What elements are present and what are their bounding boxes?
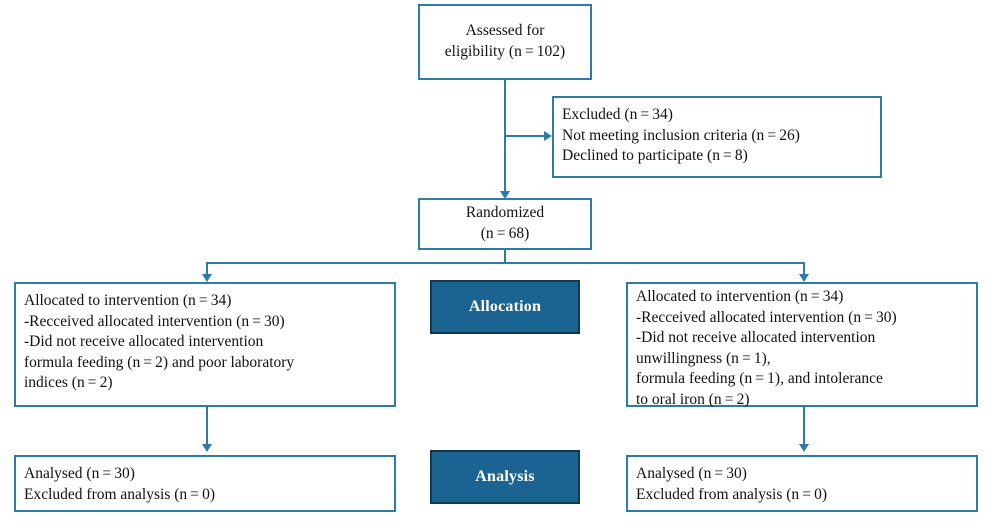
box-excluded-line-3: Declined to participate (n = 8): [562, 147, 748, 165]
arrowhead-analysis-left: [202, 444, 212, 452]
connector-split-left-drop: [206, 262, 208, 276]
connector-split-right-drop: [803, 262, 805, 276]
box-randomized: Randomized (n = 68): [418, 198, 592, 250]
box-allocation-left-line-2: -Recceived allocated intervention (n = 3…: [24, 312, 285, 330]
box-assessed-for-eligibility: Assessed for eligibility (n = 102): [418, 4, 592, 80]
arrowhead-allocation-right: [799, 274, 809, 282]
connector-right-allocation-to-analysis: [803, 407, 805, 450]
box-allocation-left-line-4: formula feeding (n = 2) and poor laborat…: [24, 353, 295, 371]
arrowhead-randomized: [500, 191, 510, 199]
box-allocation-right: Allocated to intervention (n = 34) -Recc…: [626, 282, 978, 408]
connector-left-allocation-to-analysis: [206, 407, 208, 450]
box-allocation-right-line-1: Allocated to intervention (n = 34): [636, 288, 844, 305]
box-allocation-right-line-3: -Did not receive allocated intervention: [636, 329, 876, 347]
arrowhead-excluded: [544, 131, 552, 141]
arrowhead-allocation-left: [202, 274, 212, 282]
box-assessed-line-1: Assessed for: [465, 22, 545, 40]
box-allocation-left-line-3: -Did not receive allocated intervention: [24, 333, 264, 351]
banner-analysis: Analysis: [430, 450, 580, 504]
box-allocation-left-line-1: Allocated to intervention (n = 34): [24, 292, 232, 309]
box-excluded-line-2: Not meeting inclusion criteria (n = 26): [562, 126, 800, 144]
box-excluded-line-1: Excluded (n = 34): [562, 106, 673, 123]
box-randomized-line-1: Randomized: [465, 204, 545, 222]
box-randomized-line-2: (n = 68): [480, 225, 530, 242]
box-analysis-right-line-1: Analysed (n = 30): [636, 465, 747, 482]
box-allocation-right-line-2: -Recceived allocated intervention (n = 3…: [636, 308, 897, 326]
connector-randomized-stem: [504, 250, 506, 263]
box-allocation-left-line-5: indices (n = 2): [24, 374, 113, 392]
box-analysis-right-line-2: Excluded from analysis (n = 0): [636, 485, 827, 503]
box-assessed-line-2: eligibility (n = 102): [444, 43, 566, 60]
banner-allocation-label: Allocation: [468, 298, 542, 315]
connector-to-excluded: [506, 135, 544, 137]
box-analysis-right: Analysed (n = 30) Excluded from analysis…: [626, 455, 978, 512]
box-analysis-left-line-1: Analysed (n = 30): [24, 465, 135, 482]
box-allocation-left: Allocated to intervention (n = 34) -Recc…: [14, 282, 396, 407]
box-allocation-right-line-6: to oral iron (n = 2): [636, 391, 750, 409]
banner-analysis-label: Analysis: [475, 468, 535, 485]
box-allocation-right-line-5: formula feeding (n = 1), and intolerance: [636, 370, 883, 388]
box-allocation-right-line-4: unwillingness (n = 1),: [636, 349, 771, 367]
connector-enrollment-to-randomized: [504, 80, 506, 197]
box-excluded: Excluded (n = 34) Not meeting inclusion …: [552, 96, 882, 178]
connector-split-horizontal: [206, 262, 805, 264]
banner-allocation: Allocation: [430, 280, 580, 334]
box-analysis-left: Analysed (n = 30) Excluded from analysis…: [14, 455, 396, 512]
box-analysis-left-line-2: Excluded from analysis (n = 0): [24, 485, 215, 503]
arrowhead-analysis-right: [799, 444, 809, 452]
